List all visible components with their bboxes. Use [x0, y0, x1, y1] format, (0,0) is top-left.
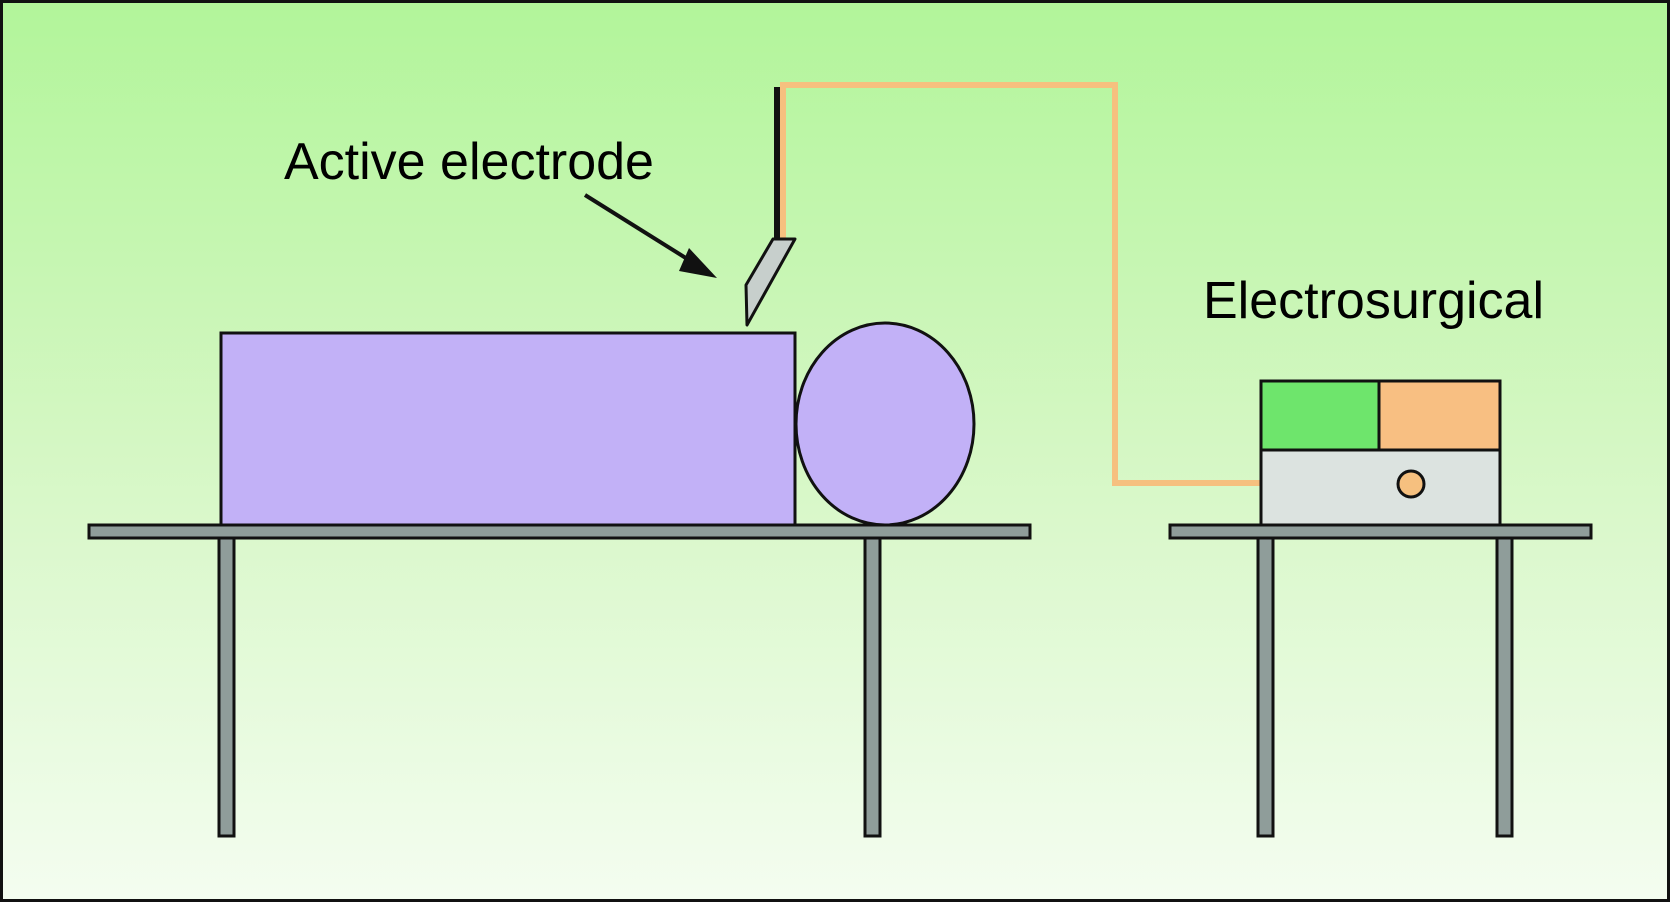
- generator-table-left-leg: [1256, 536, 1275, 838]
- generator-body: [1259, 448, 1502, 527]
- arrow-shaft: [583, 193, 691, 262]
- arrow-head: [679, 248, 717, 278]
- generator-table: [1168, 523, 1593, 838]
- operating-table-left-leg: [217, 536, 236, 838]
- electrosurgical-label: Electrosurgical: [1203, 272, 1545, 330]
- active-electrode-label: Active electrode: [284, 133, 654, 191]
- patient: [219, 321, 976, 527]
- scalpel-electrode-icon: [744, 237, 797, 327]
- output-jack-icon: [1396, 469, 1426, 499]
- patient-head: [794, 321, 976, 527]
- generator-panel-orange: [1377, 379, 1502, 452]
- operating-table: [87, 523, 1032, 838]
- patient-body: [219, 331, 797, 527]
- operating-table-right-leg: [863, 536, 882, 838]
- electrode-cable: [780, 82, 1411, 486]
- arrow-pointer-icon: [583, 193, 717, 278]
- electrosurgery-diagram: [87, 82, 1593, 838]
- generator-panel-green: [1259, 379, 1381, 452]
- generator-table-top: [1168, 523, 1593, 540]
- generator-table-right-leg: [1495, 536, 1514, 838]
- electrode-handle: [774, 87, 780, 239]
- electrosurgical-generator: [1259, 379, 1502, 527]
- operating-table-top: [87, 523, 1032, 540]
